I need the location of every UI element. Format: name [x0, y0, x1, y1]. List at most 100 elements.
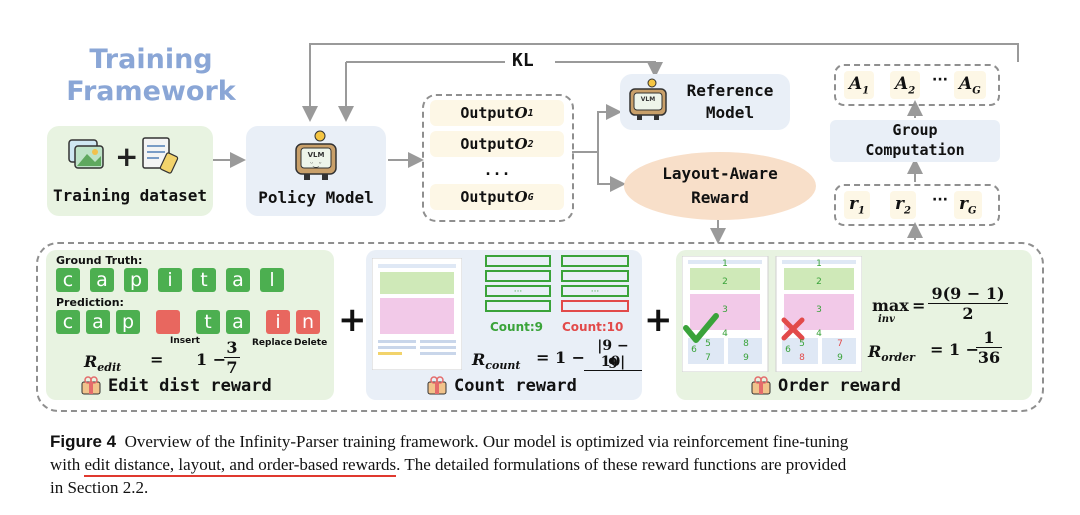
arrow-to-reference	[597, 104, 622, 152]
count-footer: Count reward	[454, 376, 577, 396]
insert-label: Insert	[170, 336, 200, 346]
advantage-item: AG	[954, 71, 986, 99]
max-label: max	[872, 296, 909, 315]
letter-tile: i	[266, 310, 290, 334]
training-dataset-label: Training dataset	[52, 186, 208, 205]
order-panel: 1 2 3 4 5 6 7 8 9 1 2 3 4 5 6 7 8 9	[676, 250, 1032, 400]
svg-text:2: 2	[722, 277, 728, 287]
letter-tile: p	[124, 268, 148, 292]
kl-label: KL	[512, 50, 534, 71]
arrow-to-reward	[597, 152, 626, 192]
order-formula-num: 1	[976, 328, 1002, 348]
letter-tile: a	[90, 268, 114, 292]
caption-underlined-text: edit distance, layout, and order-based r…	[84, 455, 397, 477]
plus-sign-2: +	[644, 300, 673, 340]
reference-model-label: Reference Model	[686, 81, 774, 122]
letter-tile: a	[226, 268, 250, 292]
svg-text:1: 1	[722, 259, 728, 269]
figure-caption: Figure 4 Overview of the Infinity-Parser…	[50, 430, 1060, 499]
max-sub-label: inv	[878, 314, 895, 325]
caption-line-1: Figure 4 Overview of the Infinity-Parser…	[50, 432, 849, 451]
svg-text:8: 8	[743, 339, 749, 349]
left-order-numbers: 1 2 3 4 5 6 7 8 9	[691, 259, 749, 363]
svg-text:8: 8	[799, 353, 805, 363]
kl-line-right	[555, 61, 663, 78]
prediction-label: Prediction:	[56, 296, 124, 309]
edit-dist-footer: Edit dist reward	[108, 376, 272, 396]
caption-line-3: in Section 2.2.	[50, 478, 149, 497]
reward-item: r2	[890, 191, 916, 219]
letter-tile: i	[158, 268, 182, 292]
count-formula-rhs: = 1 −	[536, 348, 586, 367]
svg-text:9: 9	[837, 353, 843, 363]
letter-tile: c	[56, 268, 80, 292]
max-num: 9(9 − 1)	[928, 284, 1008, 304]
count-boxes: ··· ···	[485, 255, 629, 312]
svg-text:1: 1	[816, 259, 822, 269]
svg-text:5: 5	[705, 339, 711, 349]
svg-text:VLM: VLM	[641, 96, 655, 103]
framework-title: Training Framework	[66, 44, 236, 107]
check-icon	[683, 313, 719, 343]
svg-text:ᵕ‿ᵕ: ᵕ‿ᵕ	[310, 160, 322, 168]
svg-text:+: +	[115, 140, 138, 173]
gift-icon	[81, 376, 101, 395]
group-computation-label: Group Computation	[865, 121, 965, 159]
figure-label: Figure 4	[50, 432, 117, 451]
layout-reward-label: Layout-Aware Reward	[662, 164, 778, 207]
outputs-group	[422, 94, 574, 222]
policy-model-label: Policy Model	[258, 188, 374, 207]
plus-sign-1: +	[338, 300, 367, 340]
order-formula-rhs: = 1 −	[930, 340, 980, 359]
robot-icon: VLM	[629, 78, 667, 120]
svg-text:6: 6	[691, 345, 697, 355]
caption-line-2: with edit distance, layout, and order-ba…	[50, 453, 1060, 477]
svg-text:7: 7	[837, 339, 843, 349]
reward-panel	[36, 242, 1044, 412]
svg-text:···: ···	[591, 287, 600, 297]
reward-item: rG	[954, 191, 982, 219]
reference-model-box: VLM Reference Model	[620, 74, 790, 130]
group-computation-box: Group Computation	[830, 120, 1000, 162]
letter-tile: p	[116, 310, 140, 334]
svg-text:9: 9	[743, 353, 749, 363]
top-feedback-line	[302, 43, 1019, 122]
edit-formula-eq: =	[150, 350, 164, 369]
order-footer: Order reward	[778, 376, 901, 396]
svg-text:3: 3	[722, 305, 728, 315]
order-formula-lhs: Rorder	[868, 342, 915, 365]
letter-tile: t	[196, 310, 220, 334]
cross-icon	[781, 317, 805, 341]
letter-tile: c	[56, 310, 80, 334]
svg-text:6: 6	[785, 345, 791, 355]
right-order-numbers: 1 2 3 4 5 6 7 8 9	[785, 259, 843, 363]
max-den: 2	[962, 304, 974, 323]
layout-reward-oval: Layout-Aware Reward	[624, 152, 816, 220]
order-formula-den: 36	[977, 348, 1001, 367]
robot-icon: VLM ᵕ‿ᵕ	[295, 130, 337, 180]
advantage-item: ···	[932, 72, 948, 88]
count-panel: ··· ··· Count:9 Count:10 Rcount = 1 − |9…	[366, 250, 642, 400]
svg-text:4: 4	[816, 329, 822, 339]
order-thumbnails: 1 2 3 4 5 6 7 8 9 1 2 3 4 5 6 7 8 9	[682, 256, 862, 372]
svg-text:5: 5	[799, 339, 805, 349]
advantage-item: A1	[844, 71, 875, 99]
letter-tile: l	[260, 268, 284, 292]
svg-text:3: 3	[816, 305, 822, 315]
svg-text:2: 2	[816, 277, 822, 287]
count-red-label: Count:10	[562, 320, 624, 334]
policy-model-box: VLM ᵕ‿ᵕ Policy Model	[246, 126, 386, 216]
count-formula-lhs: Rcount	[472, 350, 521, 373]
document-thumbnail	[372, 258, 462, 370]
edit-formula-one-minus: 1 −	[196, 350, 227, 369]
edit-formula-num: 3	[224, 338, 240, 358]
reward-item: r1	[844, 191, 870, 219]
